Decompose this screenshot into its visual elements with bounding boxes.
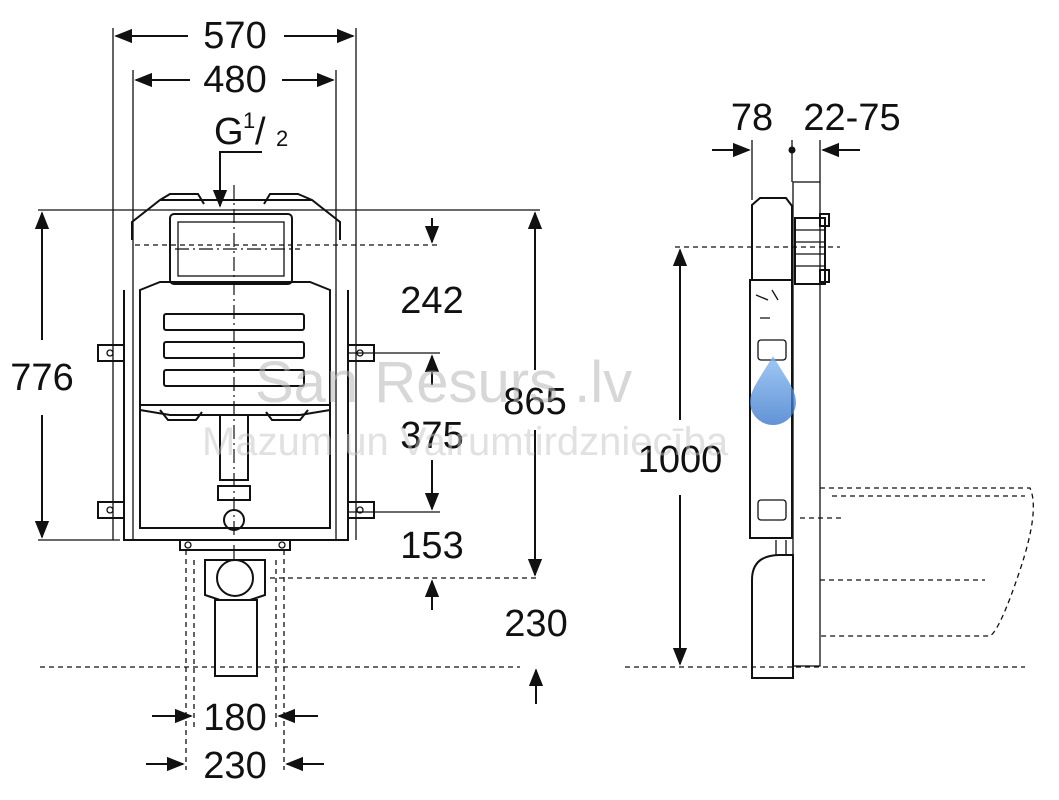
dim-wall-range: 22-75 (803, 97, 900, 139)
dim-top-outer-width: 570 (114, 15, 355, 57)
svg-text:865: 865 (503, 381, 566, 423)
dim-top-inner-width: 480 (134, 59, 335, 101)
dim-outlet-height: 230 (504, 603, 568, 704)
svg-text:230: 230 (203, 745, 266, 787)
svg-text:2: 2 (276, 126, 288, 151)
dim-242: 242 (400, 280, 463, 322)
dim-height-left: 776 (10, 211, 120, 541)
dim-153: 153 (400, 525, 463, 567)
svg-text:G: G (214, 111, 244, 153)
front-view: 570 480 G 1 / 2 (10, 15, 567, 787)
svg-text:/: / (255, 111, 266, 153)
svg-text:480: 480 (203, 59, 266, 101)
svg-text:570: 570 (203, 15, 266, 57)
dim-side-height: 1000 (638, 248, 723, 666)
svg-text:776: 776 (10, 357, 73, 399)
dim-bottom-inner-width: 180 (152, 697, 318, 739)
watermark: San Resurs .lv Mazum un Vairumtirdzniecī… (202, 350, 796, 464)
svg-text:1000: 1000 (638, 439, 723, 481)
dim-375: 375 (400, 415, 463, 457)
water-drop-icon (750, 356, 796, 425)
dim-height-right: 865 (503, 211, 567, 577)
dim-side-depth: 78 (731, 97, 773, 139)
svg-text:180: 180 (203, 697, 266, 739)
inlet-thread-label: G 1 / 2 (212, 108, 288, 208)
side-view: 78 22-75 1000 (625, 97, 1034, 679)
svg-text:230: 230 (504, 603, 567, 645)
dim-bottom-outer-width: 230 (146, 745, 324, 787)
watermark-tagline: Mazum un Vairumtirdzniecība (202, 420, 729, 464)
watermark-brand: San Resurs .lv (255, 350, 632, 415)
svg-text:1: 1 (243, 108, 255, 133)
